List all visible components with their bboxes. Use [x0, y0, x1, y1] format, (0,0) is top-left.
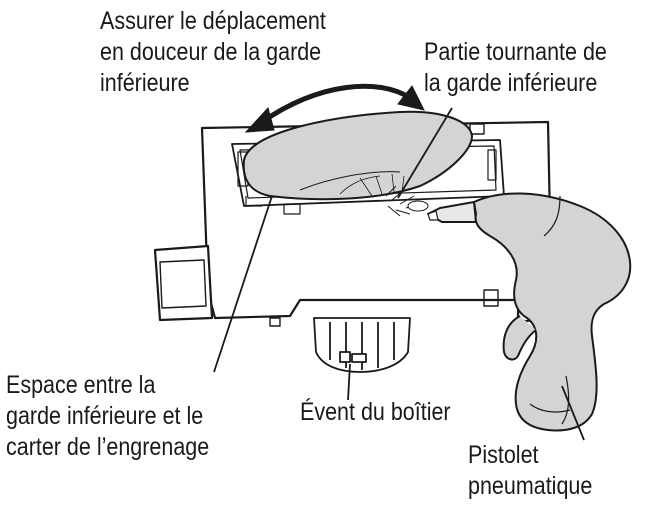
label-smooth-movement: Assurer le déplacement en douceur de la …: [100, 6, 326, 99]
housing-vent: [314, 318, 410, 372]
label-air-gun: Pistolet pneumatique: [468, 440, 592, 502]
label-rotating-part: Partie tournante de la garde inférieure: [424, 37, 607, 99]
label-gap: Espace entre la garde inférieure et le c…: [6, 370, 209, 463]
label-housing-vent: Évent du boîtier: [300, 397, 451, 428]
